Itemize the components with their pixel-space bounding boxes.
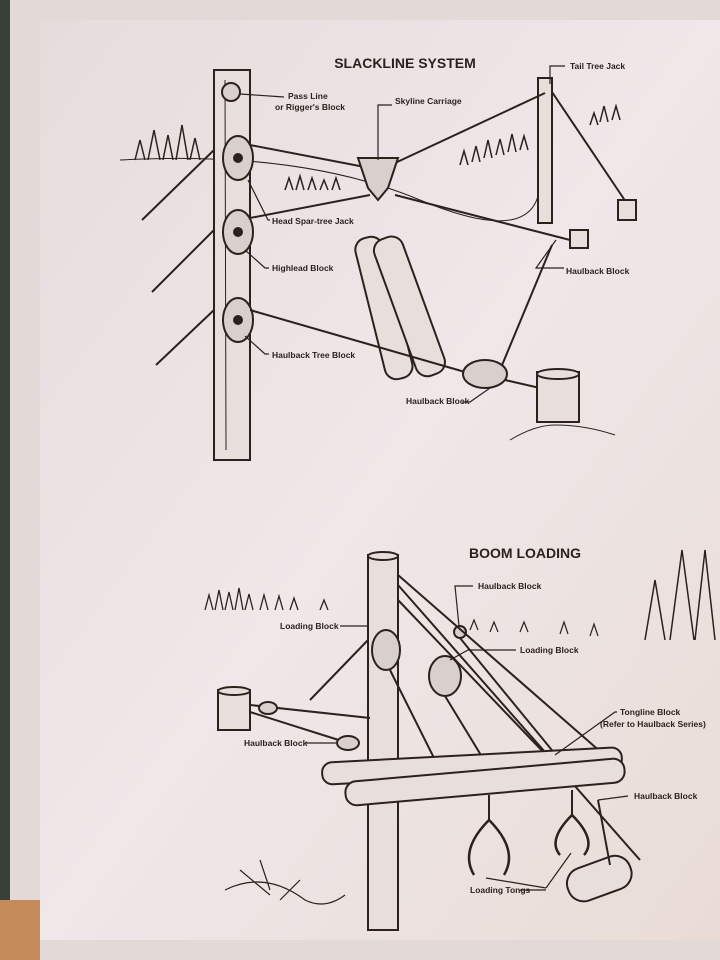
boom-spar-tree	[367, 554, 399, 931]
tree-line-left	[134, 103, 621, 191]
label-tail-tree-jack: Tail Tree Jack	[570, 61, 625, 71]
label-haulback-tree-block: Haulback Tree Block	[272, 350, 355, 360]
label-tongline-note: (Refer to Haulback Series)	[600, 719, 706, 729]
tail-tree	[537, 77, 553, 224]
label-boom-haulback-block-right: Haulback Block	[634, 791, 698, 801]
label-skyline-carriage: Skyline Carriage	[395, 96, 462, 106]
label-haulback-block-bottom: Haulback Block	[406, 396, 470, 406]
label-riggers-block: or Rigger's Block	[275, 102, 345, 112]
boom-loading-title: BOOM LOADING	[469, 545, 581, 561]
slackline-drawing	[119, 65, 637, 461]
label-haulback-block-right: Haulback Block	[566, 266, 630, 276]
stump	[536, 371, 580, 423]
label-pass-line: Pass Line	[288, 91, 328, 101]
label-head-spar-tree-jack: Head Spar-tree Jack	[272, 216, 354, 226]
slackline-title: SLACKLINE SYSTEM	[334, 55, 476, 71]
head-spar-tree	[213, 69, 251, 461]
label-loading-block-right: Loading Block	[520, 645, 579, 655]
skyline-carriage	[356, 157, 400, 202]
label-highlead-block: Highlead Block	[272, 263, 334, 273]
boom-loading-drawing	[204, 549, 716, 931]
label-boom-haulback-block-left: Haulback Block	[244, 738, 308, 748]
label-loading-tongs: Loading Tongs	[470, 885, 531, 895]
label-tongline-block: Tongline Block	[620, 707, 681, 717]
label-loading-block-left: Loading Block	[280, 621, 339, 631]
label-boom-haulback-block-top: Haulback Block	[478, 581, 542, 591]
